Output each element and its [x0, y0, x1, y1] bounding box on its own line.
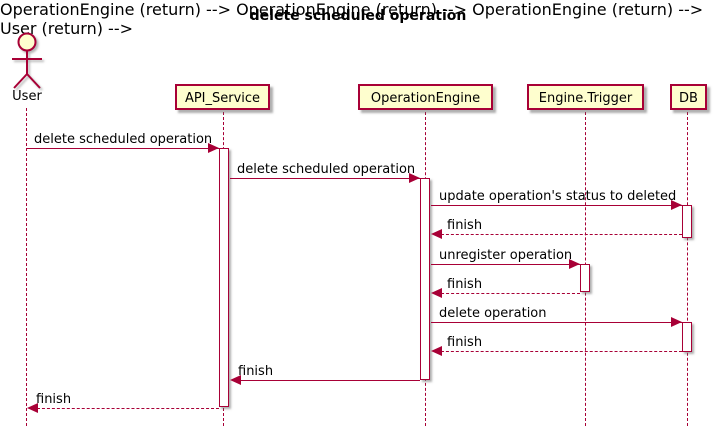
message-line: [431, 205, 682, 206]
activation-db-1: [682, 205, 692, 238]
message-line: [235, 380, 420, 381]
participant-api-service: API_Service: [175, 84, 270, 110]
message-line: [436, 293, 580, 294]
arrowhead-left-icon: [431, 346, 442, 356]
activation-operation-engine: [420, 178, 430, 380]
arrowhead-left-icon: [431, 229, 442, 239]
message-label: delete scheduled operation: [34, 132, 213, 147]
message-label: delete scheduled operation: [237, 162, 416, 177]
arrowhead-right-icon: [409, 173, 420, 183]
lifeline-db: [687, 112, 688, 426]
actor-icon: [12, 32, 42, 89]
message-line: [27, 148, 219, 149]
message-line: [431, 264, 580, 265]
actor-label: User: [12, 89, 42, 104]
message-label: finish: [238, 364, 274, 379]
message-label: finish: [447, 277, 483, 292]
message-label: finish: [447, 218, 483, 233]
message-line: [436, 351, 682, 352]
arrowhead-right-icon: [671, 317, 682, 327]
participant-engine-trigger: Engine.Trigger: [527, 84, 644, 110]
message-line: [436, 234, 682, 235]
diagram-title: delete scheduled operation: [249, 8, 467, 24]
arrowhead-right-icon: [208, 143, 219, 153]
arrowhead-left-icon: [27, 403, 38, 413]
activation-db-2: [682, 322, 692, 352]
message-line: [32, 408, 219, 409]
participant-operation-engine: OperationEngine: [358, 84, 493, 110]
message-line: [230, 178, 420, 179]
message-label: update operation's status to deleted: [439, 189, 677, 204]
message-label: finish: [447, 335, 483, 350]
arrowhead-left-icon: [431, 288, 442, 298]
activation-api-service: [219, 148, 229, 407]
arrowhead-right-icon: [671, 200, 682, 210]
message-label: unregister operation: [439, 248, 573, 263]
arrowhead-left-icon: [230, 375, 241, 385]
message-line: [431, 322, 682, 323]
arrowhead-right-icon: [569, 259, 580, 269]
activation-engine-trigger: [580, 264, 590, 292]
message-label: delete operation: [439, 306, 547, 321]
participant-db: DB: [670, 84, 707, 110]
lifeline-user: [26, 108, 27, 426]
message-label: finish: [36, 392, 72, 407]
